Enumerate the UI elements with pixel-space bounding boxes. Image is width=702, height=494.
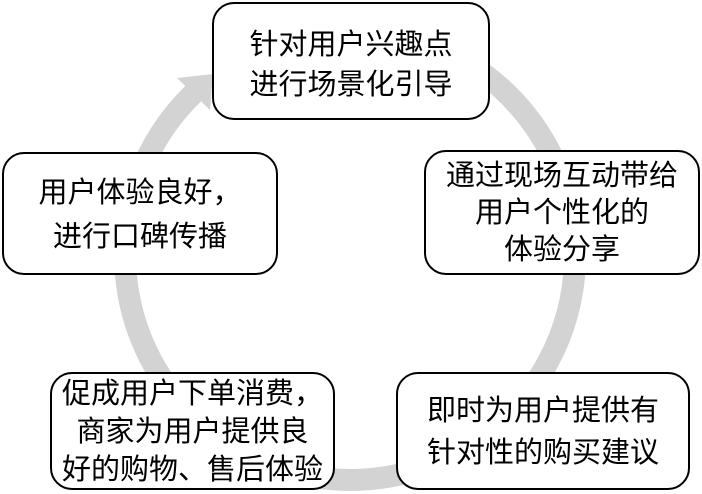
node-order-and-after-sales: 促成用户下单消费， 商家为用户提供良 好的购物、售后体验 [50, 372, 335, 490]
node-text-line: 即时为用户提供有 [426, 393, 659, 427]
node-text-line: 针对性的购买建议 [426, 435, 659, 469]
node-text-line: 用户体验良好， [38, 174, 242, 209]
node-text-line: 用户个性化的 [474, 195, 649, 229]
node-text-line: 好的购物、售后体验 [61, 452, 323, 486]
node-text-line: 进行口碑传播 [52, 218, 227, 253]
node-purchase-advice: 即时为用户提供有 针对性的购买建议 [396, 372, 690, 490]
node-text-line: 进行场景化引导 [249, 67, 453, 101]
node-text-line: 促成用户下单消费， [61, 376, 323, 410]
node-interest-scene-guidance: 针对用户兴趣点 进行场景化引导 [212, 2, 490, 120]
node-text-line: 针对用户兴趣点 [249, 27, 453, 61]
node-text-line: 商家为用户提供良 [76, 414, 309, 448]
node-interactive-experience-sharing: 通过现场互动带给 用户个性化的 体验分享 [424, 150, 700, 275]
node-word-of-mouth: 用户体验良好， 进行口碑传播 [2, 152, 278, 275]
cycle-arrowhead-icon [177, 74, 213, 110]
node-text-line: 体验分享 [503, 232, 620, 266]
node-text-line: 通过现场互动带给 [445, 158, 678, 192]
